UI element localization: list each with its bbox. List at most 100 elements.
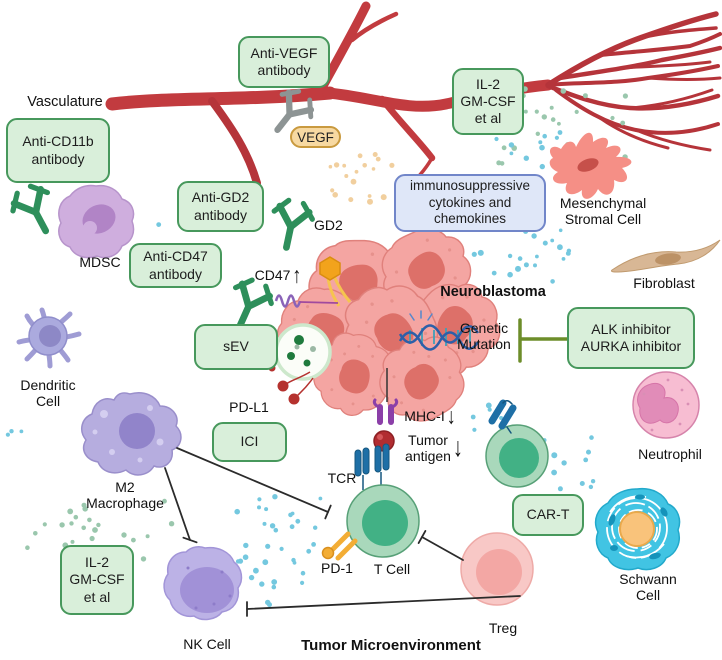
label-line: M2 — [115, 479, 135, 495]
car-t-box: CAR-T — [512, 494, 584, 536]
dot — [508, 142, 515, 148]
dot — [348, 197, 354, 203]
dot — [33, 531, 38, 536]
up-arrow-icon: ↑ — [292, 262, 302, 288]
dot — [533, 263, 537, 268]
il2-gmcsf-bottom-box: IL-2 GM-CSF et al — [60, 545, 134, 615]
inhibition-line-treg-nkcell — [246, 595, 521, 617]
capillary-tree — [545, 11, 722, 152]
dot — [362, 163, 368, 168]
gd2-molecule — [319, 256, 352, 307]
dot — [279, 546, 284, 552]
box-line: Anti-VEGF — [250, 44, 318, 61]
anti-cd11b-box: Anti-CD11b antibody — [6, 118, 110, 183]
box-line: IL-2 — [84, 554, 110, 571]
dot — [262, 559, 269, 566]
anti-cd11b-antibody-icon — [7, 181, 63, 240]
schwann-cell — [594, 487, 681, 571]
dot — [523, 155, 529, 161]
box-line: et al — [83, 588, 111, 605]
dot — [81, 525, 86, 531]
dot — [262, 521, 267, 526]
dot — [539, 144, 545, 151]
dot — [535, 131, 540, 136]
dot — [271, 579, 278, 585]
box-line: AURKA inhibitor — [580, 338, 682, 354]
dot — [264, 507, 269, 512]
dot — [313, 525, 318, 530]
dot — [494, 136, 499, 142]
dot — [328, 164, 333, 169]
dot — [507, 271, 513, 278]
cd47-text: CD47 — [254, 266, 291, 283]
dna-helix — [398, 310, 480, 351]
dot — [491, 270, 497, 276]
dot — [96, 522, 101, 528]
label-line: Mesenchymal — [559, 195, 647, 211]
dot — [121, 532, 127, 538]
dot — [589, 435, 594, 440]
dot — [590, 479, 596, 484]
dot — [295, 518, 301, 524]
dot — [257, 505, 261, 510]
dot — [620, 120, 626, 126]
dot — [534, 109, 539, 114]
box-line: et al — [474, 110, 502, 127]
dendritic-cell — [16, 307, 82, 369]
dot — [92, 527, 98, 533]
dot — [367, 198, 373, 205]
sev-box: sEV — [194, 324, 278, 370]
dot — [557, 130, 563, 135]
dot — [354, 169, 359, 174]
box-line: antibody — [149, 265, 202, 282]
dot — [140, 556, 147, 562]
cytokine-dots — [5, 79, 629, 610]
treg-cell — [460, 532, 534, 606]
ici-box: ICI — [212, 422, 287, 462]
down-arrow-icon: ↓ — [452, 433, 463, 463]
dot — [535, 254, 539, 259]
dot — [551, 469, 557, 476]
inhibition-lines — [164, 447, 521, 617]
label-line: Dendritic — [20, 377, 76, 393]
dot — [9, 429, 14, 434]
label-line: Genetic — [459, 320, 509, 336]
dot — [291, 557, 296, 563]
dot — [357, 153, 363, 159]
dot — [549, 105, 554, 110]
car-receptor — [488, 399, 517, 434]
cd47-label: CD47 ↑ — [242, 262, 314, 288]
dot — [389, 162, 395, 168]
dot — [539, 163, 545, 170]
dot — [289, 524, 295, 530]
dot — [269, 523, 276, 529]
dot — [59, 522, 65, 528]
dot — [234, 508, 240, 515]
anti-gd2-box: Anti-GD2 antibody — [177, 181, 264, 232]
dot — [542, 133, 547, 139]
dot — [566, 248, 572, 253]
label-line: antigen — [405, 448, 451, 465]
dot — [550, 238, 555, 243]
dot — [342, 163, 347, 168]
dot — [300, 580, 305, 586]
nk-cell — [163, 546, 243, 621]
dot — [588, 484, 594, 490]
dot — [558, 228, 563, 233]
vegf-label: VEGF — [297, 129, 334, 145]
dot — [582, 93, 588, 99]
mdsc-label: MDSC — [79, 254, 121, 270]
box-line: antibody — [257, 62, 311, 78]
label-line: Macrophage — [86, 495, 164, 512]
schwann-cell-label: Schwann Cell — [608, 571, 688, 603]
il2-gmcsf-top-box: IL-2 GM-CSF et al — [452, 68, 524, 135]
mhc1-label: MHC-I ↓ — [394, 405, 466, 428]
dot — [561, 460, 567, 466]
dot — [344, 174, 349, 178]
label-line: Cell — [635, 587, 661, 604]
dot — [332, 192, 339, 198]
dot — [350, 178, 357, 185]
box-line: Anti-CD11b — [22, 133, 94, 150]
